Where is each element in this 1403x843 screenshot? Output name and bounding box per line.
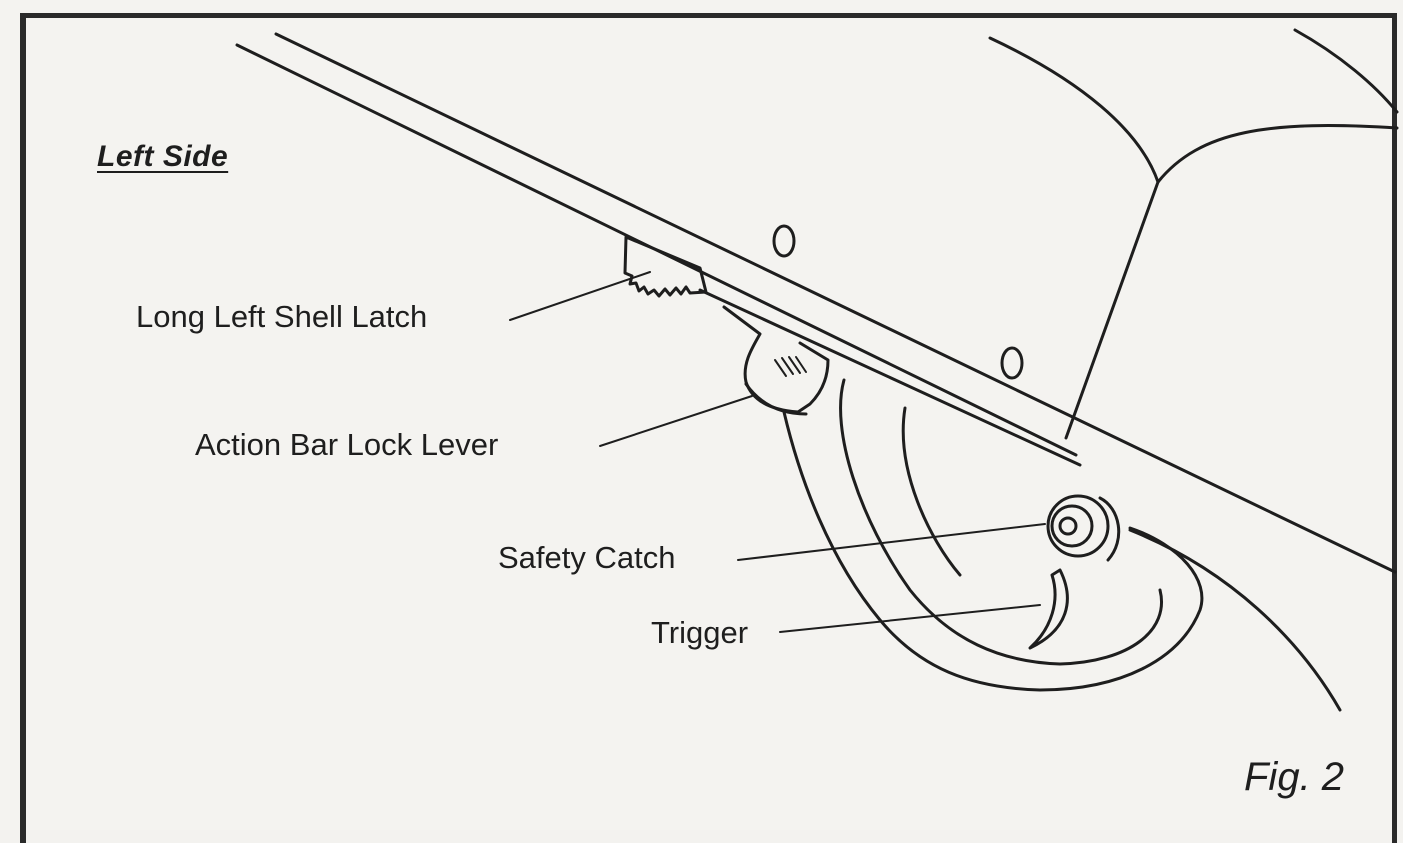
figure-number: Fig. 2	[1244, 755, 1345, 799]
safety-catch-housing	[1098, 496, 1121, 562]
shell-latch-shape	[623, 235, 708, 298]
stock-grip-line	[1128, 528, 1342, 712]
stock-outer-curve	[988, 36, 1160, 184]
figure-border	[20, 13, 1397, 843]
trigger-guard-outer	[782, 410, 1204, 692]
trigger-blade	[1028, 568, 1069, 650]
receiver-upper-edge	[274, 32, 1397, 574]
side-heading: Left Side	[97, 140, 229, 173]
stock-front-line	[1064, 180, 1160, 440]
safety-catch-outer	[1046, 494, 1110, 558]
leader-trigger	[779, 604, 1041, 633]
trigger-guard-inner-edge	[901, 406, 962, 577]
trigger-guard-inner	[839, 378, 1163, 666]
label-action-bar-lock-lever: Action Bar Lock Lever	[195, 427, 499, 462]
receiver-pin-hole-lower	[1000, 346, 1024, 380]
safety-catch-inner	[1058, 516, 1078, 536]
label-long-left-shell-latch: Long Left Shell Latch	[136, 299, 428, 334]
stock-top-curve	[1293, 28, 1399, 114]
leader-shell-latch	[509, 271, 651, 321]
leader-safety-catch	[737, 523, 1046, 561]
receiver-bottom-edge	[698, 288, 1082, 467]
lever-ridges	[774, 356, 807, 377]
label-safety-catch: Safety Catch	[498, 540, 676, 575]
leader-action-bar-lock	[599, 395, 753, 447]
lever-base	[744, 382, 808, 416]
receiver-pin-hole-upper	[772, 224, 796, 258]
label-trigger: Trigger	[651, 615, 749, 650]
stock-back-line	[1156, 124, 1399, 184]
safety-catch-mid	[1050, 504, 1094, 548]
action-bar-lock-lever	[722, 305, 830, 414]
